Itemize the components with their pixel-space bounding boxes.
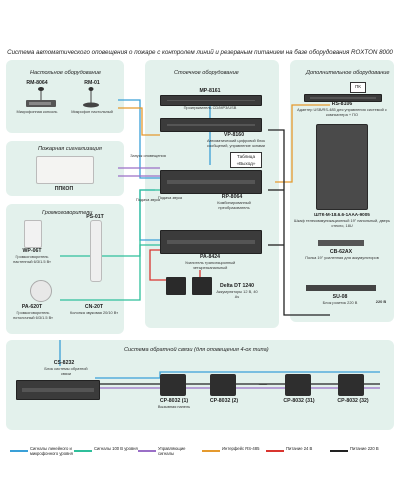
rp8064-label: RP-8064 (221, 194, 243, 200)
rs8106-desc: Адаптер USB/RS-485 для управления систем… (297, 107, 387, 117)
legend-line (330, 450, 348, 452)
legend-line (266, 450, 284, 452)
telecom-cabinet-icon (316, 124, 368, 210)
call-panel-icon-31 (285, 374, 311, 396)
sound-feed-label: Подача звука (135, 197, 161, 202)
call-panel-icon-1 (160, 374, 186, 396)
fire-start-label: Запуск оповещения (130, 153, 166, 158)
wall-speaker-icon (24, 220, 42, 248)
su08-desc: Блок розеток 220 В (322, 300, 358, 305)
desktop-equipment-title: Настольное оборудование (30, 70, 101, 76)
rp8064-device (160, 170, 262, 194)
wp06t-label: WP-06T (22, 248, 42, 254)
desktop-microphone-icon (78, 86, 104, 108)
vp8160-device (160, 118, 262, 132)
volt220-label: 220 В (375, 299, 387, 304)
shtk-label: ШТК-М-18.6.6-1ААА-9005 (314, 212, 370, 217)
rm01-desc: Микрофон настольный (71, 109, 113, 114)
rack-equipment-title: Стоечное оборудование (174, 70, 239, 76)
battery-icon-2 (192, 277, 212, 295)
battery-icon-1 (166, 277, 186, 295)
cs8232-desc: Блок системы обратной связи (44, 366, 88, 376)
legend-label: Питание 24 В (286, 446, 313, 451)
desktop-equipment-panel (6, 60, 124, 133)
legend-line (138, 450, 156, 452)
rp8064-desc: Комбинированный преобразователь (217, 200, 251, 210)
wp06t-desc: Громкоговоритель настенный 6/3/1.5 Вт (13, 254, 51, 264)
microphone-console-icon (24, 86, 58, 108)
rm01-label: RM-01 (84, 80, 100, 86)
pa8424-desc: Усилитель трансляционный четырехканальны… (184, 260, 236, 270)
cb62ax-label: CB-62AX (329, 249, 353, 255)
delta-desc: Аккумуляторы 12 В, 40 Ач (216, 289, 258, 299)
shtk-desc: Шкаф телекоммуникационный 19" напольный,… (294, 218, 390, 228)
pa620t-desc: Громкоговоритель потолочный 6/3/1.5 Вт (13, 310, 53, 320)
rm8064-label: RM-8064 (26, 80, 48, 86)
legend-label: Интерфейс RS-485 (222, 446, 260, 451)
rs8106-label: RS-8106 (331, 101, 353, 107)
shelf-icon (318, 240, 364, 246)
diagram-title: Система автоматического оповещения о пож… (7, 49, 393, 56)
vp8160-label: VP-8160 (223, 132, 245, 138)
cn20t-desc: Колонка звуковая 20/10 Вт (69, 310, 119, 315)
cp8032-1-desc: Вызывная панель (157, 404, 191, 409)
power-strip-icon (306, 285, 376, 291)
cp8032-1-label: CP-8032 (1) (159, 398, 189, 404)
cs8232-label: CS-8232 (53, 360, 75, 366)
pa620t-label: PA-620T (21, 304, 43, 310)
fire-panel-device-icon (36, 156, 94, 184)
legend-label: Питание 220 В (350, 446, 379, 451)
ellipsis-label: ........ (258, 381, 268, 386)
mp8161-device (160, 95, 262, 106)
pa8424-label: PA-8424 (199, 254, 221, 260)
call-panel-icon-32 (338, 374, 364, 396)
cs8232-device (16, 380, 100, 400)
delta-label: Delta DT 1240 (219, 283, 255, 289)
vp8160-desc: Автоматический цифровой блок сообщений, … (206, 138, 266, 148)
call-panel-icon-2 (210, 374, 236, 396)
cp8032-2-label: CP-8032 (2) (209, 398, 239, 404)
cp8032-32-label: CP-8032 (32) (337, 398, 369, 404)
legend-line (10, 450, 28, 452)
cn20t-label: CN-20T (84, 304, 104, 310)
legend-line (74, 450, 92, 452)
speakers-title: Громкоговорители (42, 210, 93, 216)
ceiling-speaker-icon (30, 280, 52, 302)
legend-label: Управляющие сигналы (158, 446, 186, 456)
cp8032-31-label: CP-8032 (31) (283, 398, 315, 404)
cb62ax-desc: Полка 19" усиленная для аккумуляторов (305, 255, 379, 260)
column-speaker-icon (90, 220, 102, 282)
su08-label: SU-08 (332, 294, 348, 300)
legend-label: Сигналы 100 В уровня (94, 446, 138, 451)
legend-label: Сигналы линейного и микрофонного уровня (30, 446, 73, 456)
extra-equipment-title: Дополнительное оборудование (306, 70, 390, 76)
mp8161-label: MP-8161 (199, 88, 221, 94)
zones-feed-label: Подача звука (157, 195, 183, 200)
pa8424-device (160, 230, 262, 254)
rs8106-device (304, 94, 382, 102)
legend-line (202, 450, 220, 452)
rm8064-desc: Микрофонная консоль (16, 109, 58, 114)
ppkop-label: ППКОП (54, 186, 74, 192)
fire-alarm-title: Пожарная сигнализация (38, 146, 102, 152)
feedback-title: Система обратной связи (для оповещения 4… (124, 347, 269, 353)
mp8161-desc: Проигрыватель CD/MP3/USB (183, 105, 237, 110)
pc-badge: ПК (350, 82, 366, 93)
ps01t-label: PS-01T (86, 214, 104, 220)
table-output-badge: Таблица «Выход» (230, 152, 262, 168)
